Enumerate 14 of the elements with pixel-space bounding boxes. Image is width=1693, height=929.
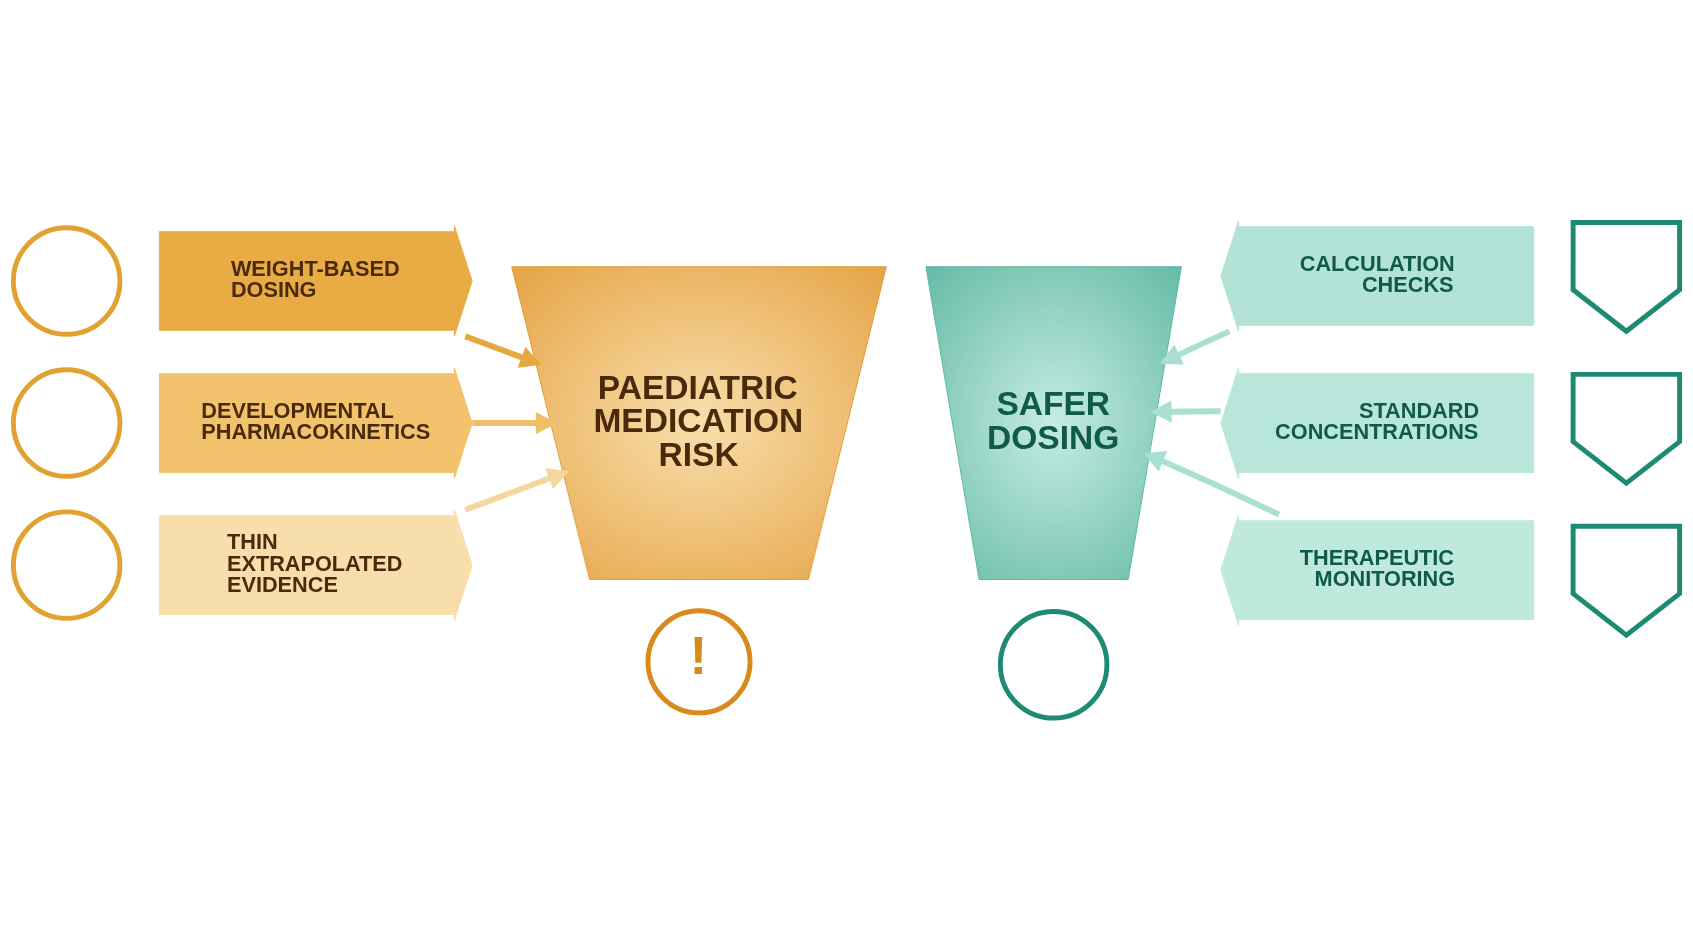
node-shield [1570,371,1683,487]
arrow [1160,328,1231,365]
node-circle: ! [645,608,753,716]
arrow [464,333,542,368]
node-shield [1570,523,1683,639]
node-shield [1570,219,1683,335]
node-circle [997,609,1110,721]
arrow [464,468,569,513]
node-circle [10,509,123,621]
arrow [472,411,557,435]
arrow [1150,400,1221,423]
node-circle [10,367,123,479]
arrow [1143,451,1281,518]
node-circle [10,225,123,337]
